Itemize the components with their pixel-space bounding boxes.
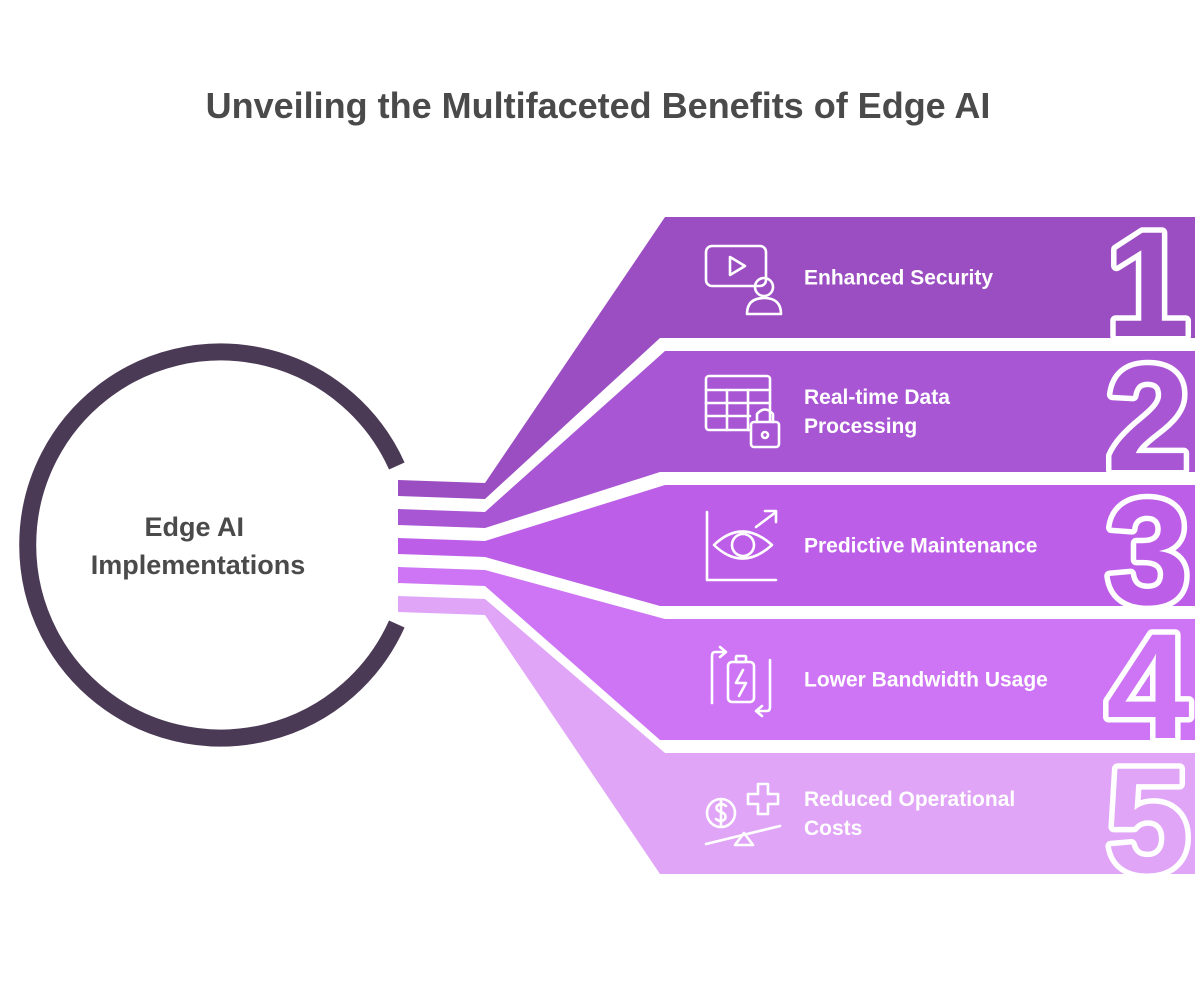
central-hub: Edge AI Implementations <box>19 343 405 747</box>
benefit-band-3 <box>398 485 1195 606</box>
benefit-band-4 <box>398 567 1195 740</box>
central-label-line-1: Edge AI <box>144 512 244 542</box>
central-ring <box>19 343 405 747</box>
benefit-band-5 <box>398 596 1195 874</box>
item-label-1-line-1: Enhanced Security <box>804 267 993 290</box>
item-label-1: Enhanced Security <box>804 267 993 290</box>
video-user-icon <box>704 244 783 316</box>
item-number-5: 5 <box>1106 736 1189 904</box>
cost-balance-icon <box>704 782 782 847</box>
benefit-bands <box>398 217 1195 874</box>
item-label-4-line-1: Lower Bandwidth Usage <box>804 669 1048 692</box>
item-label-5-line-2: Costs <box>804 817 862 840</box>
item-label-2-line-2: Processing <box>804 415 917 438</box>
item-icons <box>704 244 783 847</box>
benefit-band-1 <box>398 217 1195 499</box>
item-number-1: 1 <box>1106 200 1189 368</box>
eye-chart-icon <box>705 509 778 582</box>
item-label-2-line-1: Real-time Data <box>804 386 950 409</box>
item-number-4: 4 <box>1106 602 1189 770</box>
table-lock-icon <box>704 374 781 449</box>
central-label-line-2: Implementations <box>91 550 306 580</box>
item-label-5-line-1: Reduced Operational <box>804 788 1015 811</box>
benefit-band-2 <box>398 351 1195 528</box>
item-label-3: Predictive Maintenance <box>804 535 1037 558</box>
item-label-4: Lower Bandwidth Usage <box>804 669 1048 692</box>
item-label-3-line-1: Predictive Maintenance <box>804 535 1037 558</box>
central-label: Edge AI Implementations <box>91 512 306 580</box>
item-number-3: 3 <box>1106 468 1189 636</box>
item-number-2: 2 <box>1106 334 1189 502</box>
battery-refresh-icon <box>710 645 772 718</box>
diagram-title: Unveiling the Multifaceted Benefits of E… <box>206 85 991 126</box>
